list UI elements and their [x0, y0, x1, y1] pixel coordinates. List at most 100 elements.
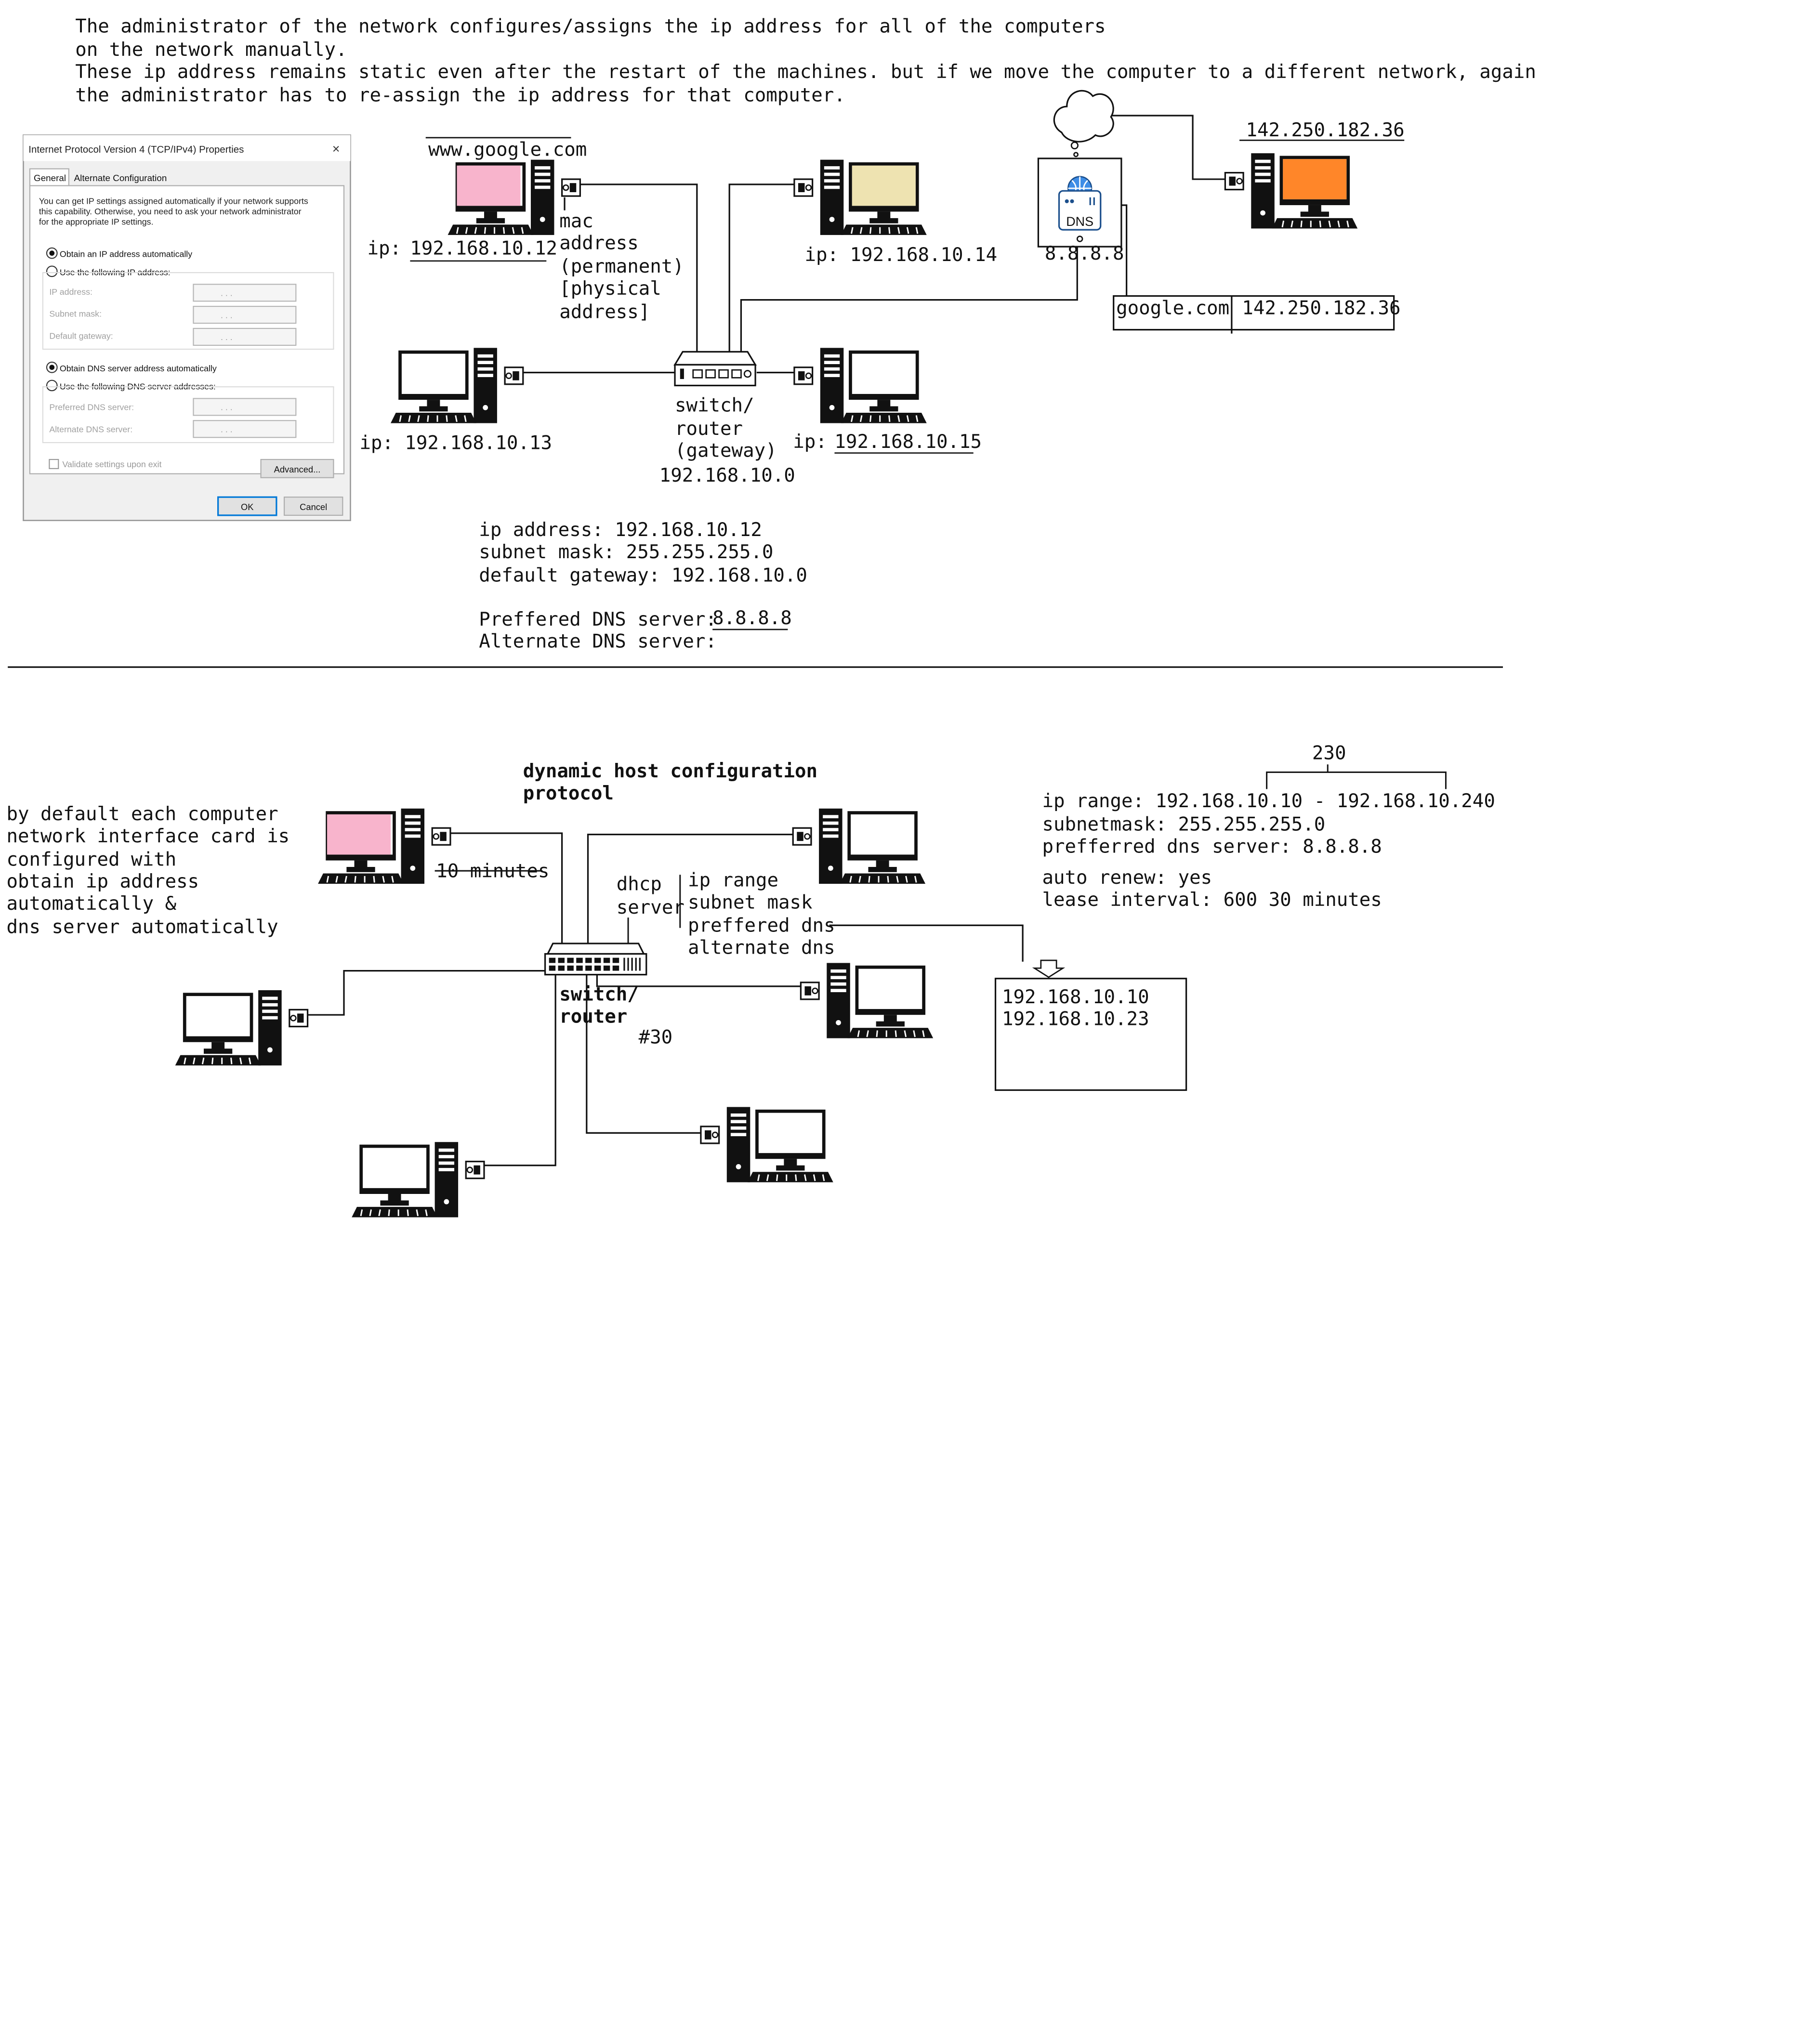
radio-selected-dot — [49, 365, 55, 370]
link-cloud-server — [1106, 115, 1225, 180]
ip-address-dots: . . . — [221, 288, 233, 298]
radio-use-following-ip[interactable] — [46, 265, 58, 277]
ip-address-field[interactable] — [193, 284, 297, 302]
pc14-ip-label: ip: 192.168.10.14 — [804, 244, 997, 266]
close-icon[interactable]: × — [332, 142, 340, 156]
default-note-line-2: network interface card is — [6, 825, 290, 847]
dialog-description-line-1: You can get IP settings assigned automat… — [39, 196, 308, 206]
gateway-label-line-3: (gateway) — [675, 440, 777, 462]
default-gateway-field[interactable] — [193, 328, 297, 346]
summary-alternate-dns: Alternate DNS server: — [479, 631, 717, 653]
range-bracket — [1266, 764, 1447, 789]
dhcp-server-label-line-1: dhcp — [617, 874, 662, 895]
ok-button[interactable] — [217, 496, 277, 516]
server-screen — [1283, 159, 1347, 199]
dns-table-ip: 142.250.182.36 — [1242, 297, 1400, 319]
alternate-dns-field[interactable] — [193, 420, 297, 438]
link-left-pc-switch — [307, 970, 547, 1016]
default-gateway-dots: . . . — [221, 332, 233, 342]
setting-subnet-mask: subnetmask: 255.255.255.0 — [1042, 814, 1326, 836]
default-note-line-4: obtain ip address — [6, 871, 199, 892]
intro-line-1: The administrator of the network configu… — [75, 16, 1106, 38]
dialog-description-line-3: for the appropriate IP settings. — [39, 217, 154, 226]
validate-checkbox[interactable] — [49, 459, 59, 469]
setting-lease-interval: lease interval: 600 30 minutes — [1042, 889, 1382, 911]
website-label: www.google.com — [428, 139, 587, 161]
dhcp-pc-bottom-right — [700, 1106, 834, 1183]
preferred-dns-field[interactable] — [193, 398, 297, 416]
gateway-label-line-1: switch/ — [675, 394, 754, 416]
tab-general[interactable] — [29, 168, 69, 186]
radio-use-following-dns[interactable] — [46, 380, 58, 392]
pc-192-168-10-13 — [390, 347, 524, 424]
gateway-label-line-2: router — [675, 418, 743, 440]
dns-fields-group — [42, 386, 334, 444]
link-switch-dns — [740, 244, 1078, 361]
dialog-description-line-2: this capability. Otherwise, you need to … — [39, 207, 302, 216]
dhcp-pc-top-right — [792, 808, 926, 885]
link-pc14-switch — [728, 183, 794, 361]
config-summary: ip address: 192.168.10.12 subnet mask: 2… — [479, 519, 807, 653]
radio-selected-dot — [49, 250, 55, 256]
intro-line-2: on the network manually. — [75, 39, 347, 61]
pc15-ip-prefix: ip: — [793, 431, 827, 453]
pc-192-168-10-15 — [793, 347, 928, 424]
port-count: #30 — [639, 1026, 673, 1048]
cancel-button-label: Cancel — [300, 502, 327, 512]
pc13-ip-label: ip: 192.168.10.13 — [359, 432, 552, 454]
link-mid-right-pc-switch — [596, 974, 801, 987]
link-top-right-pc-switch — [587, 834, 793, 946]
dns-server-icon — [1037, 157, 1122, 248]
dhcp-title-line-1: dynamic host configuration — [523, 760, 817, 782]
advanced-button-label: Advanced... — [274, 464, 321, 474]
server-config-subnet-mask: subnet mask — [688, 891, 813, 913]
mac-note-line-3: (permanent) — [559, 256, 684, 277]
advanced-button[interactable] — [260, 459, 334, 478]
intro-line-4: the administrator has to re-assign the i… — [75, 84, 845, 106]
link-config-lease-table — [829, 924, 1024, 962]
gateway-label-line-4: 192.168.10.0 — [659, 465, 795, 486]
range-count: 230 — [1312, 742, 1346, 764]
tab-general-label: General — [34, 173, 66, 183]
pc15-ip-value: 192.168.10.15 — [834, 431, 982, 453]
dns-icon-text: DNS — [1066, 214, 1093, 229]
cancel-button[interactable] — [283, 497, 343, 516]
leased-ip-1: 192.168.10.10 — [1002, 986, 1149, 1008]
dhcp-pc-left — [174, 989, 309, 1066]
validate-checkbox-label: Validate settings upon exit — [62, 459, 161, 469]
radio-obtain-dns-auto-label: Obtain DNS server address automatically — [60, 364, 217, 373]
intro-paragraph: The administrator of the network configu… — [75, 16, 1536, 106]
subnet-mask-dots: . . . — [221, 310, 233, 320]
link-bottom-right-pc-switch — [586, 974, 701, 1134]
default-gateway-label: Default gateway: — [49, 331, 113, 341]
alternate-dns-dots: . . . — [221, 424, 233, 434]
cloud-tail-dot — [1070, 141, 1079, 150]
dialog-title: Internet Protocol Version 4 (TCP/IPv4) P… — [28, 144, 244, 155]
summary-preferred-dns-value: 8.8.8.8 — [712, 607, 792, 629]
dhcp-pc-mid-right — [800, 962, 934, 1039]
ok-button-label: OK — [241, 502, 254, 512]
dhcp-server-label-line-2: server — [617, 897, 685, 918]
summary-default-gateway: default gateway: 192.168.10.0 — [479, 564, 807, 586]
summary-preferred-dns-prefix: Preffered DNS server: — [479, 609, 717, 630]
tab-alternate-configuration[interactable]: Alternate Configuration — [74, 173, 167, 183]
link-pc12-switch — [580, 183, 698, 361]
mac-note-line-5: address] — [559, 301, 650, 323]
link-bottom-left-pc-switch — [484, 974, 556, 1166]
mac-note-line-4: [physical — [559, 278, 661, 300]
dhcp-switch-label-line-1: switch/ — [559, 984, 639, 1006]
subnet-mask-field[interactable] — [193, 306, 297, 324]
pc12-ip-value: 192.168.10.12 — [410, 237, 557, 259]
server-config-preffered-dns: preffered dns — [688, 915, 835, 937]
pc12-screen — [457, 165, 521, 206]
server-ip-label: 142.250.182.36 — [1246, 119, 1405, 141]
subnet-mask-label: Subnet mask: — [49, 309, 102, 319]
setting-auto-renew: auto renew: yes — [1042, 867, 1212, 889]
dhcp-network-links — [307, 832, 1024, 1166]
internet-cloud-icon — [1053, 90, 1114, 143]
setting-preferred-dns: prefferred dns server: 8.8.8.8 — [1042, 836, 1382, 857]
ip-fields-group — [42, 272, 334, 350]
server-config-ip-range: ip range — [688, 869, 778, 891]
pc12-ip-prefix: ip: — [367, 237, 401, 259]
